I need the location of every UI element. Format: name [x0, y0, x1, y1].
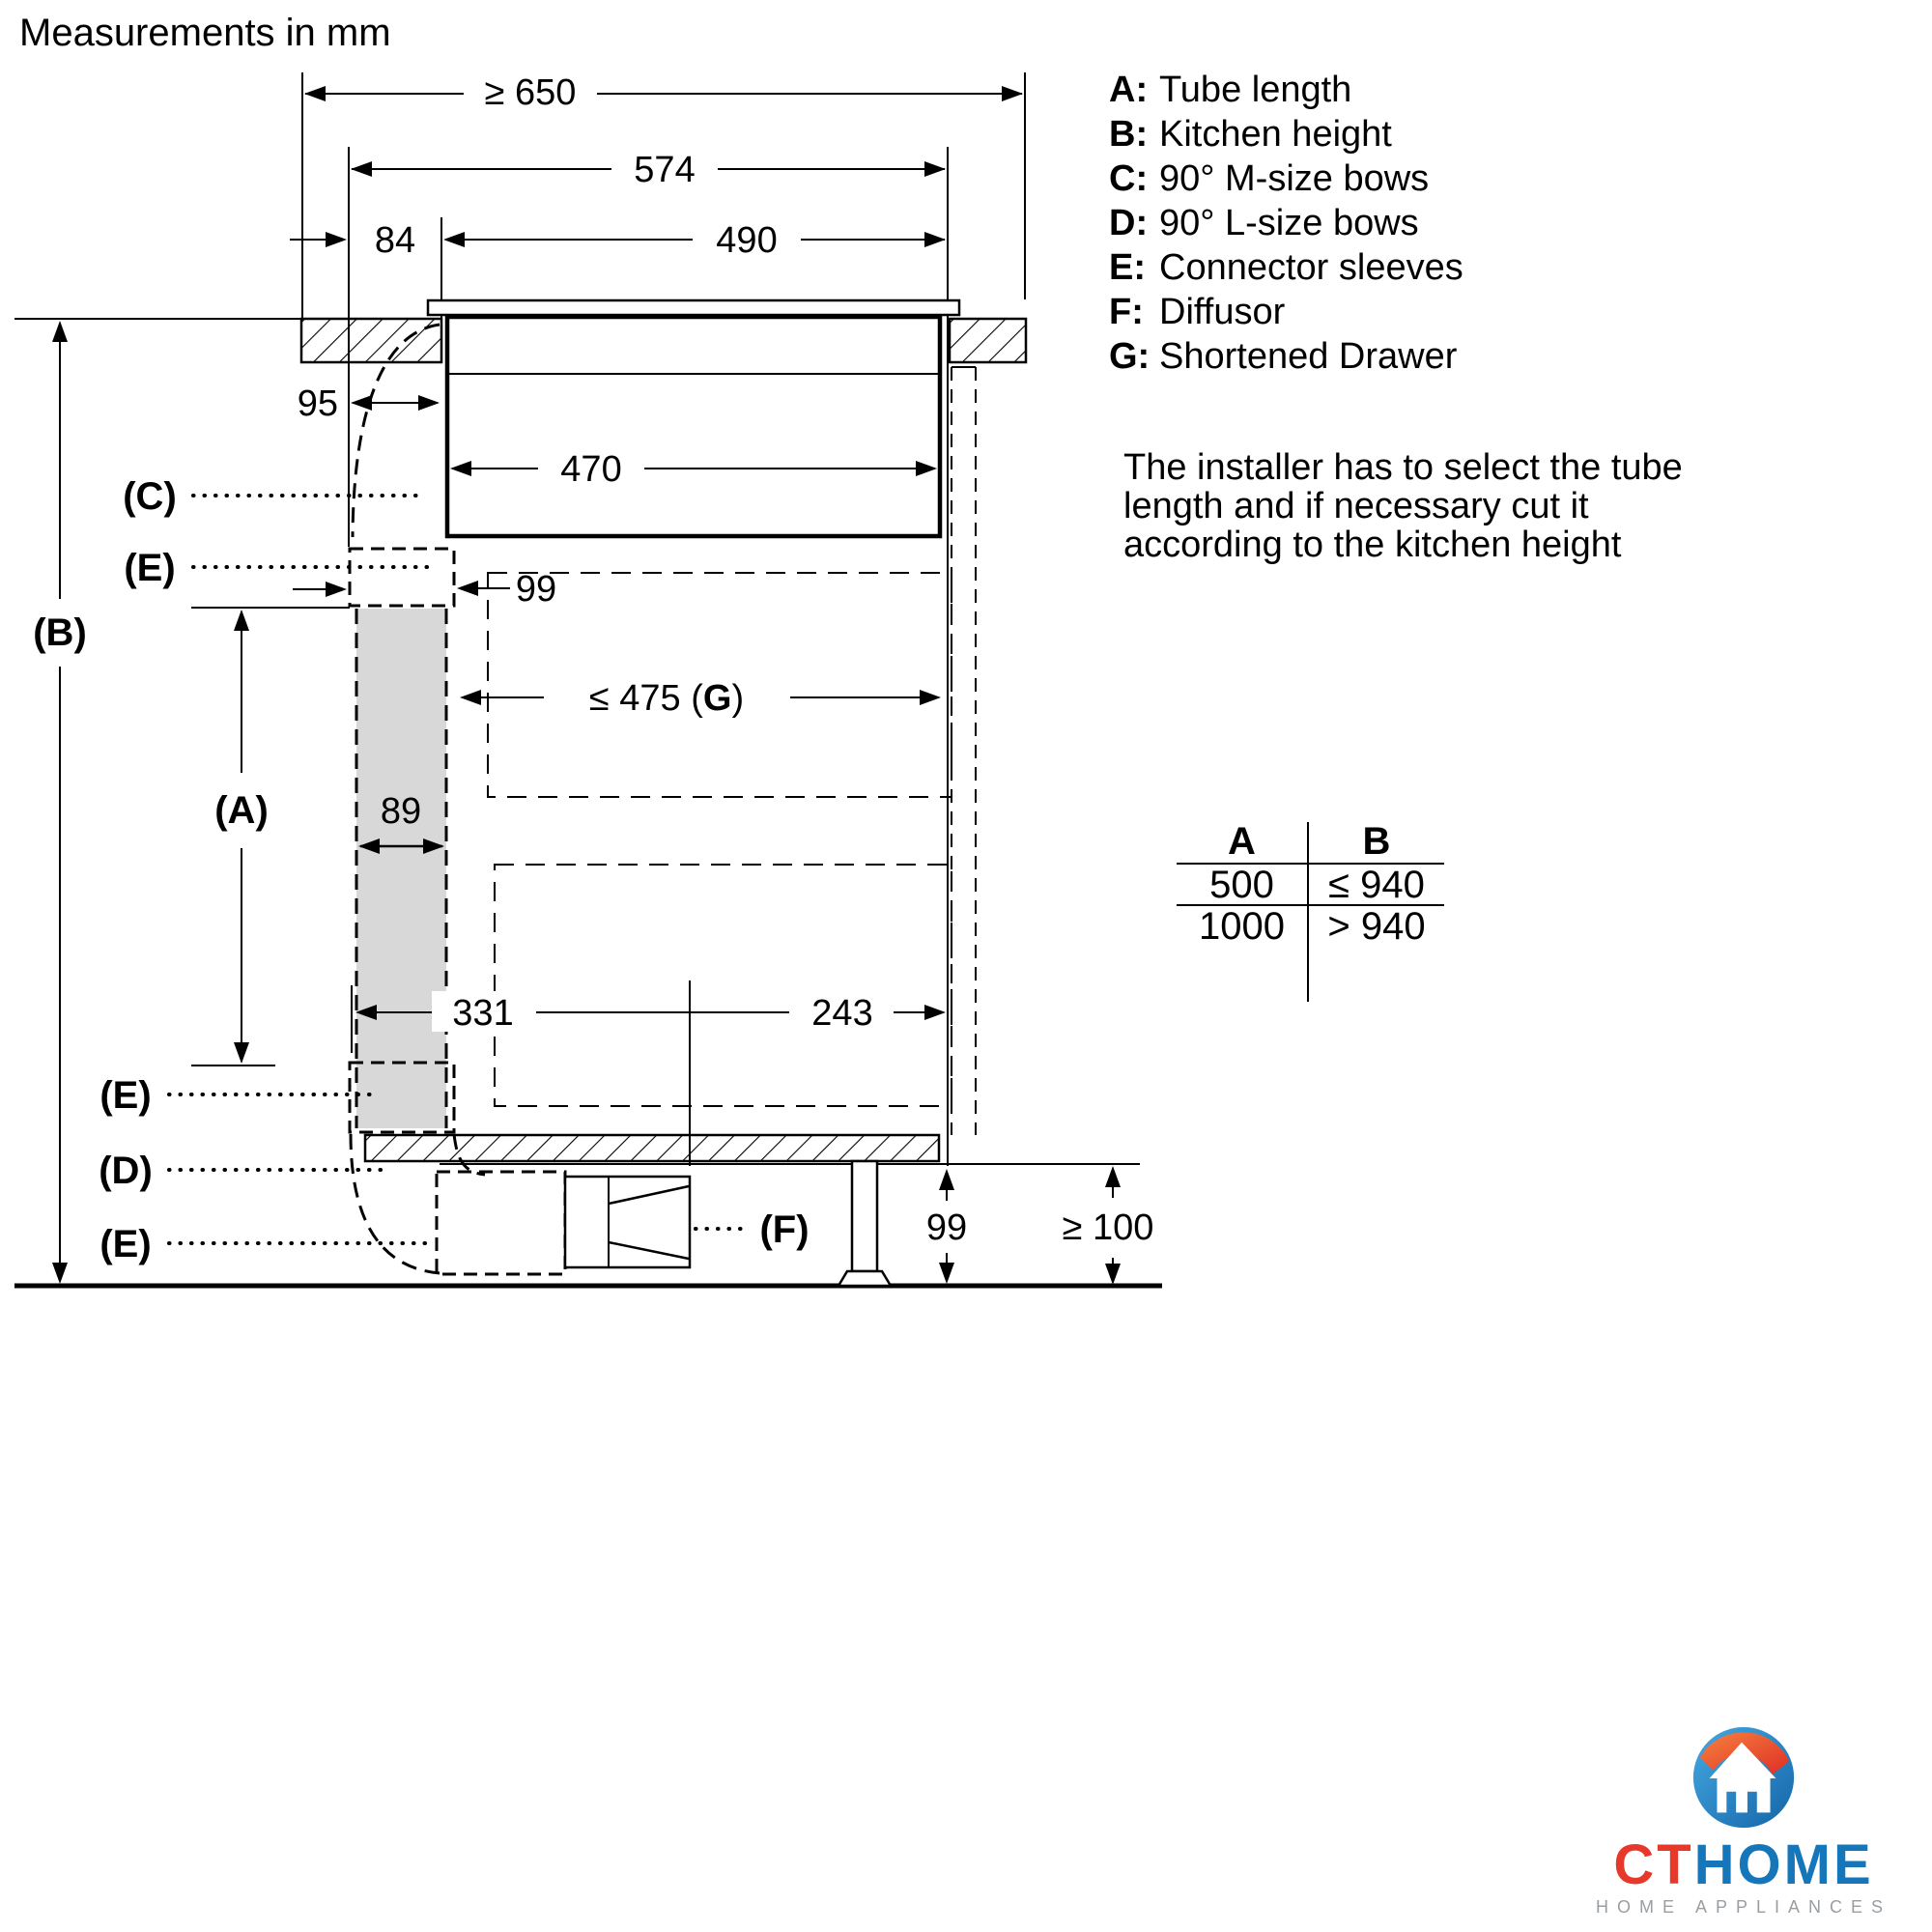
flat-tube: [356, 609, 446, 1128]
cabinet-bottom: [363, 1133, 941, 1288]
dim-appliance-width: 574: [351, 147, 946, 190]
legend-item-f: F: Diffusor: [1109, 290, 1463, 334]
dim-drawer-depth: ≤ 475 (G): [460, 675, 941, 719]
svg-text:331: 331: [452, 993, 513, 1034]
svg-text:95: 95: [298, 384, 338, 424]
legend-key: C:: [1109, 158, 1149, 199]
countertop-section: [14, 317, 1028, 364]
svg-text:(B): (B): [33, 611, 87, 654]
table-cell-b1: ≤ 940: [1307, 865, 1444, 905]
bow-l-outer: [349, 1133, 440, 1275]
legend-label: Shortened Drawer: [1159, 336, 1458, 377]
part-labels: (C) (E) (E) (D) (E) (F): [99, 475, 809, 1265]
dim-center-offsets: 331 243: [355, 991, 946, 1034]
cthome-logo-text: CTHOME: [1584, 1837, 1903, 1893]
bow-m-curve: [351, 323, 440, 538]
table-cell-a2: 1000: [1199, 905, 1285, 948]
note-line: The installer has to select the tube: [1123, 447, 1683, 488]
tube-length-table: A B 500 ≤ 940 1000 > 940: [1177, 822, 1444, 1002]
svg-text:574: 574: [634, 150, 695, 190]
svg-text:(A): (A): [214, 789, 269, 832]
diffusor-symbol: [563, 1175, 692, 1269]
note-line: length and if necessary cut it: [1123, 486, 1589, 526]
svg-text:470: 470: [560, 449, 621, 490]
table-row: 500 ≤ 940: [1177, 863, 1444, 906]
cthome-logo-icon: [1692, 1726, 1795, 1829]
svg-text:≥ 650: ≥ 650: [485, 72, 577, 113]
legend-key: G:: [1109, 336, 1151, 377]
legend-item-g: G:Shortened Drawer: [1109, 334, 1463, 379]
svg-text:99: 99: [516, 569, 556, 610]
dim-cutout-width: 490: [443, 218, 946, 261]
table-tail: [1177, 946, 1444, 1002]
dim-duct-depth: 95: [298, 384, 440, 424]
svg-text:490: 490: [716, 220, 777, 261]
label-diffusor: (F): [759, 1208, 809, 1251]
dim-floor-clearance: ≥ 100: [1063, 1166, 1154, 1285]
svg-text:≤ 475 (G): ≤ 475 (G): [589, 678, 744, 719]
logo-tagline: HOME APPLIANCES: [1595, 1897, 1892, 1917]
label-sleeve-top: (E): [124, 547, 175, 589]
dim-sleeve-width: 99: [293, 569, 556, 610]
legend-key: F:: [1109, 292, 1144, 332]
label-sleeve-mid: (E): [99, 1074, 151, 1117]
legend-label: 90° M-size bows: [1159, 158, 1430, 199]
legend-label: Kitchen height: [1159, 114, 1392, 155]
legend-label: Diffusor: [1159, 292, 1286, 332]
svg-text:≥ 100: ≥ 100: [1063, 1208, 1154, 1248]
table-header-a: A: [1228, 820, 1256, 863]
legend: A:Tube length B:Kitchen height C:90° M-s…: [1109, 68, 1463, 379]
cthome-logo: CTHOME HOME APPLIANCES: [1584, 1721, 1903, 1918]
legend-key: E:: [1109, 247, 1146, 288]
dim-diffusor-height: 99: [926, 1169, 967, 1284]
legend-item-a: A:Tube length: [1109, 68, 1463, 112]
svg-text:243: 243: [811, 993, 872, 1034]
legend-item-c: C:90° M-size bows: [1109, 156, 1463, 201]
dim-overall-depth: ≥ 650: [304, 71, 1023, 113]
logo-ct: CT: [1613, 1833, 1694, 1896]
table-header-row: A B: [1177, 822, 1444, 863]
dim-kitchen-height: (B): [33, 321, 87, 1284]
legend-label: Connector sleeves: [1159, 247, 1463, 288]
svg-text:84: 84: [375, 220, 415, 261]
legend-label: 90° L-size bows: [1159, 203, 1419, 243]
dim-left-offset: 84: [290, 220, 415, 261]
legend-key: A:: [1109, 70, 1149, 110]
legend-key: D:: [1109, 203, 1149, 243]
cabinet-leg: [836, 1159, 894, 1288]
connector-sleeve-mid: [348, 1061, 456, 1134]
table-header-b: B: [1307, 822, 1444, 863]
part-label-leaders: [167, 494, 752, 1245]
installer-note: The installer has to select the tube len…: [1123, 448, 1703, 564]
drawer-lower-outline: [494, 864, 952, 1107]
legend-label: Tube length: [1159, 70, 1352, 110]
table-cell-a1: 500: [1209, 864, 1274, 906]
svg-text:89: 89: [381, 791, 421, 832]
duct-assembly: [348, 323, 692, 1276]
note-line: according to the kitchen height: [1123, 525, 1622, 565]
table-row: 1000 > 940: [1177, 904, 1444, 948]
connector-sleeve-top: [348, 547, 456, 608]
hob-body: [426, 298, 961, 539]
svg-text:99: 99: [926, 1208, 967, 1248]
connector-sleeve-bottom: [435, 1170, 567, 1276]
page-title: Measurements in mm: [19, 12, 391, 54]
legend-item-b: B:Kitchen height: [1109, 112, 1463, 156]
table-cell-b2: > 940: [1307, 906, 1444, 947]
legend-key: B:: [1109, 114, 1149, 155]
logo-home: HOME: [1693, 1833, 1874, 1896]
legend-item-d: D:90° L-size bows: [1109, 201, 1463, 245]
dim-tube-width: 89: [358, 791, 444, 854]
label-bow-m: (C): [123, 475, 177, 518]
drawer-and-channel: [487, 366, 977, 1135]
dim-tube-length: (A): [191, 607, 350, 1066]
label-sleeve-bottom: (E): [99, 1223, 151, 1265]
label-bow-l: (D): [99, 1150, 153, 1192]
dim-hob-body-width: 470: [450, 447, 937, 490]
legend-item-e: E: Connector sleeves: [1109, 245, 1463, 290]
